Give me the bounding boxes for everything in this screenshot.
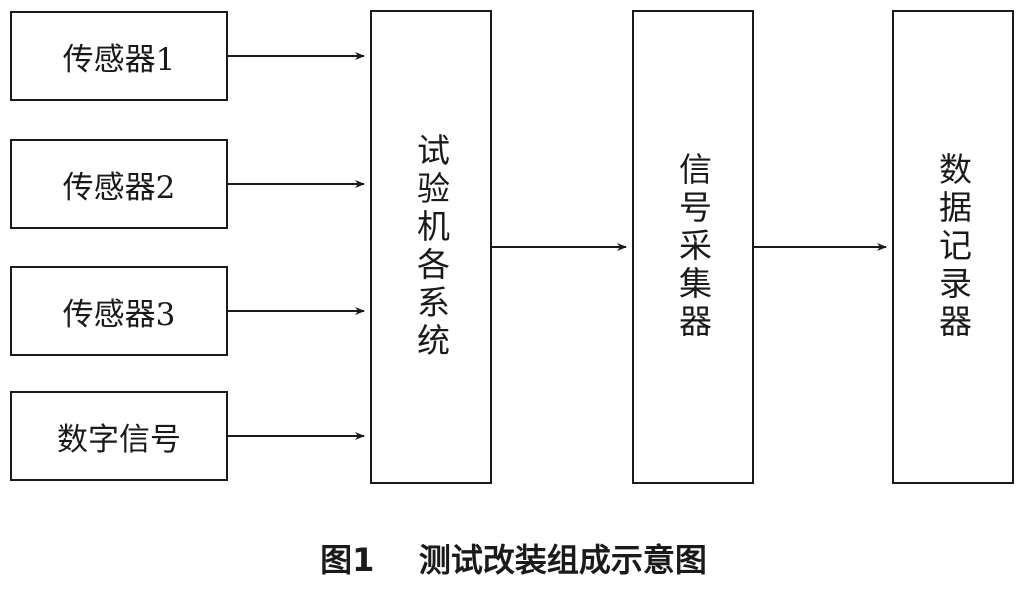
signal-acquisition-label: 信号采集器: [673, 152, 713, 342]
sensor-2-label: 传感器2: [62, 169, 176, 206]
sensor-2-box: 传感器2: [10, 139, 228, 229]
sensor-1-box: 传感器1: [10, 11, 228, 101]
sensor-3-label: 传感器3: [62, 296, 176, 333]
test-machine-systems-box: 试验机各系统: [370, 10, 492, 484]
digital-signal-label: 数字信号: [57, 421, 181, 458]
figure-number: 图1: [320, 541, 375, 579]
digital-signal-box: 数字信号: [10, 391, 228, 481]
sensor-1-label: 传感器1: [62, 41, 176, 78]
figure-caption: 图1 测试改装组成示意图: [0, 538, 1027, 582]
test-machine-systems-label: 试验机各系统: [411, 133, 451, 361]
signal-acquisition-box: 信号采集器: [632, 10, 754, 484]
data-recorder-label: 数据记录器: [933, 152, 973, 342]
data-recorder-box: 数据记录器: [892, 10, 1014, 484]
sensor-3-box: 传感器3: [10, 266, 228, 356]
figure-title: 测试改装组成示意图: [418, 541, 707, 579]
